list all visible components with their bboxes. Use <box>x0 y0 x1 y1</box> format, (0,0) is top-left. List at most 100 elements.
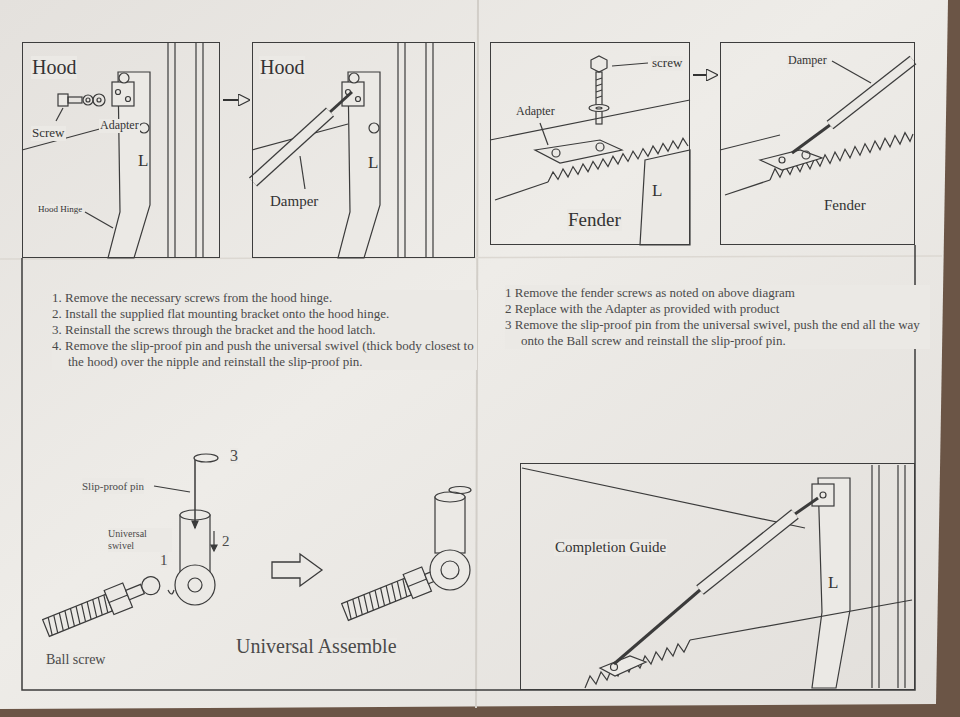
hood-hinge-panel-one <box>22 42 203 258</box>
damper-rod <box>792 125 830 153</box>
hood-hinge-panel-one <box>86 98 90 102</box>
panel-label: Fender <box>567 209 622 231</box>
fender-adapter-panel <box>596 78 602 98</box>
damper-body <box>253 112 330 182</box>
ball-screw-drawing <box>109 595 128 602</box>
leader-line <box>300 156 305 189</box>
panel-label: Screw <box>31 126 66 141</box>
paper-sheet <box>0 0 948 709</box>
hood-hinge-panel-one <box>58 94 68 106</box>
hood-hinge-panel-two <box>252 42 433 258</box>
hood-hinge-panel-one <box>68 97 82 103</box>
fender-adapter-panel <box>552 149 560 157</box>
panel-label: Hood Hinge <box>37 204 83 214</box>
completion-drawing <box>600 656 646 676</box>
panel-label: Adapter <box>515 105 556 119</box>
leader-line <box>56 108 63 121</box>
universal-swivel-drawing <box>180 515 210 573</box>
fender-damper-panel <box>802 151 810 159</box>
instruction-step: 3 Remove the slip-proof pin from the uni… <box>505 317 930 349</box>
illustration-panel: DamperFender <box>720 42 915 245</box>
damper-rod <box>795 498 818 514</box>
slip-proof-pin <box>192 521 198 528</box>
section-heading: Universal Assemble <box>236 638 397 654</box>
assembled-swivel-drawing <box>340 487 471 625</box>
panel-label: L <box>651 181 663 201</box>
panel-label: Completion Guide <box>554 539 667 556</box>
damper-body <box>700 514 795 590</box>
fender-damper-panel <box>779 157 785 163</box>
callout-number: 1 <box>160 552 168 568</box>
illustration-panel: screwAdapterLFender <box>490 42 690 245</box>
assembled-swivel-drawing <box>430 550 470 590</box>
assembled-swivel-drawing <box>344 579 409 619</box>
callout-number: 2 <box>222 533 230 549</box>
universal-swivel-drawing <box>188 578 202 592</box>
ball-screw-drawing <box>43 594 113 636</box>
slip-proof-pin <box>194 454 218 462</box>
universal-swivel-drawing <box>175 565 215 605</box>
fender-damper-panel <box>720 135 780 150</box>
fender-damper-panel <box>725 180 770 195</box>
completion-drawing <box>522 465 912 688</box>
completion-drawing <box>904 465 905 688</box>
leader-line <box>612 63 648 66</box>
completion-drawing <box>812 478 850 688</box>
fender-adapter-panel <box>490 56 690 245</box>
fender-damper-panel <box>760 150 822 170</box>
fender-adapter-panel <box>596 143 604 151</box>
illustration-panel: Completion GuideL <box>520 463 915 690</box>
panel-label: L <box>827 573 839 593</box>
completion-drawing <box>585 640 690 688</box>
callout-number: 3 <box>230 448 238 464</box>
ball-screw-drawing <box>104 583 132 615</box>
hood-hinge-panel-one <box>93 94 105 106</box>
leader-line <box>154 486 190 492</box>
completion-drawing <box>611 664 618 671</box>
assembled-swivel-drawing <box>435 497 465 553</box>
assembled-swivel-drawing <box>449 487 471 494</box>
completion-drawing <box>690 600 912 640</box>
fender-adapter-panel <box>495 182 548 200</box>
damper-body <box>253 112 330 182</box>
hood-hinge-panel-one <box>83 95 93 105</box>
instruction-step: 1. Remove the necessary screws from the … <box>52 290 477 306</box>
panel-label: Hood <box>259 56 305 79</box>
instruction-step: 2. Install the supplied flat mounting br… <box>52 306 477 322</box>
fender-adapter-panel <box>591 56 607 72</box>
illustration-panel: HoodScrewAdapterLHood Hinge <box>22 42 220 258</box>
hood-hinge-symbol <box>252 42 433 258</box>
damper-body <box>700 514 795 590</box>
damper-body <box>830 60 913 125</box>
damper-rod <box>614 590 700 664</box>
assembled-swivel-drawing <box>403 567 431 599</box>
fender-adapter-panel <box>596 72 602 124</box>
leader-line <box>540 123 548 145</box>
leader-line <box>85 212 113 228</box>
panel-label: L <box>367 153 379 173</box>
panel-label: Adapter <box>99 119 140 133</box>
completion-drawing <box>878 465 879 688</box>
motion-arrow <box>168 590 174 594</box>
instruction-step: 3. Reinstall the screws through the brac… <box>52 322 477 338</box>
hood-hinge-symbol <box>22 42 203 258</box>
completion-drawing <box>812 484 834 506</box>
step-arrow <box>693 74 717 76</box>
instruction-step: 4. Remove the slip-proof pin and push th… <box>52 338 477 370</box>
assembled-swivel-drawing <box>408 579 427 586</box>
motion-arrow <box>211 545 217 551</box>
damper-body <box>830 60 913 125</box>
fender-adapter-panel <box>490 100 690 140</box>
assembled-swivel-drawing <box>342 578 412 620</box>
illustration-panel: HoodL Damper <box>252 42 475 258</box>
assembly-arrow <box>272 554 322 586</box>
completion-drawing <box>820 492 826 498</box>
fender-adapter-panel <box>596 107 602 109</box>
panel-label: Damper <box>787 54 828 68</box>
completion-drawing <box>897 465 898 688</box>
fender-damper-panel <box>720 60 913 195</box>
completion-drawing <box>871 465 872 688</box>
instruction-step: 2 Replace with the Adapter as provided w… <box>505 301 930 317</box>
panel-label: Damper <box>269 193 319 210</box>
